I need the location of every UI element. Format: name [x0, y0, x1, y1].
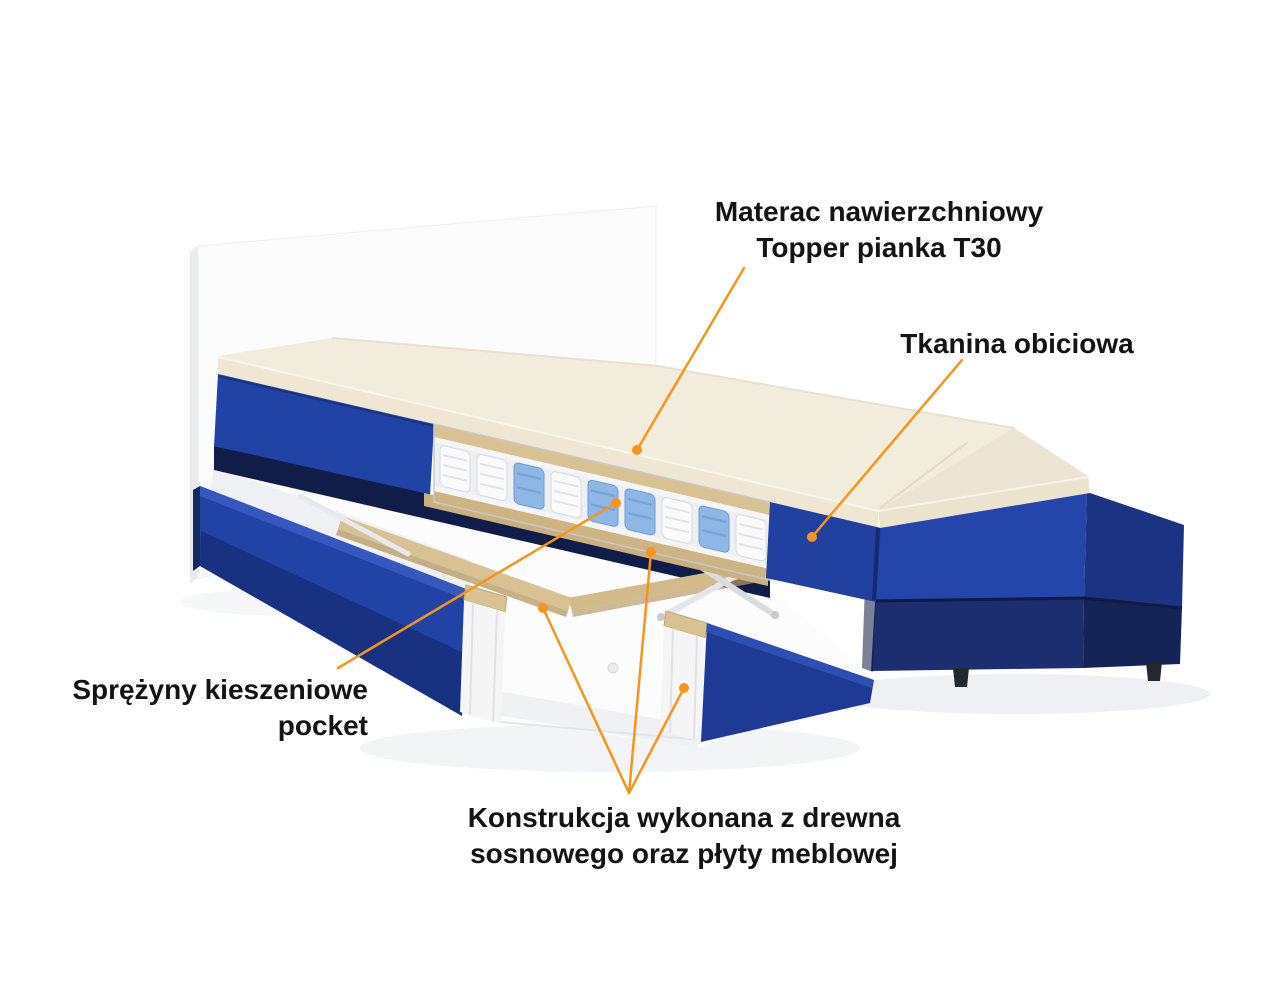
- annotation-dot-springs: [611, 498, 621, 508]
- annotation-construction-line1: Konstrukcja wykonana z drewna: [467, 802, 901, 833]
- annotation-topper: Materac nawierzchniowy Topper pianka T30: [664, 194, 1094, 266]
- annotation-dot-construction-2: [646, 547, 656, 557]
- floor-button: [607, 662, 619, 674]
- cut-edge-left: [460, 584, 508, 724]
- annotation-springs-line1: Sprężyny kieszeniowe: [72, 674, 368, 705]
- pocket-springs: [439, 445, 767, 562]
- annotation-construction-line2: sosnowego oraz płyty meblowej: [470, 838, 898, 869]
- mattress-fabric-left: [214, 374, 434, 496]
- leader-line-fabric: [810, 358, 964, 539]
- annotation-dot-construction-1: [538, 603, 548, 613]
- leader-line-construction-3: [627, 686, 686, 795]
- leader-line-construction-1: [541, 606, 631, 795]
- annotation-fabric-line1: Tkanina obiciowa: [900, 328, 1134, 359]
- topper-front-band: [218, 356, 878, 528]
- annotation-lines: [336, 266, 964, 795]
- mattress-fabric-right: [766, 502, 881, 602]
- annotation-topper-line2: Topper pianka T30: [756, 232, 1002, 263]
- annotation-springs-line2: pocket: [277, 710, 368, 741]
- bed-legs: [953, 662, 1162, 687]
- leader-line-construction-2: [627, 550, 653, 795]
- annotation-dot-fabric: [807, 532, 817, 542]
- leader-line-springs: [336, 501, 618, 670]
- storage-box-front: [193, 486, 874, 742]
- annotation-dot-topper: [632, 445, 642, 455]
- annotation-topper-line1: Materac nawierzchniowy: [714, 196, 1044, 227]
- annotation-springs: Sprężyny kieszeniowe pocket: [40, 672, 368, 744]
- annotation-fabric: Tkanina obiciowa: [852, 326, 1182, 362]
- mattress-cross-section: [433, 423, 771, 582]
- annotation-construction: Konstrukcja wykonana z drewna sosnowego …: [414, 800, 954, 872]
- annotation-dot-construction-3: [679, 683, 689, 693]
- leader-line-topper: [635, 266, 746, 452]
